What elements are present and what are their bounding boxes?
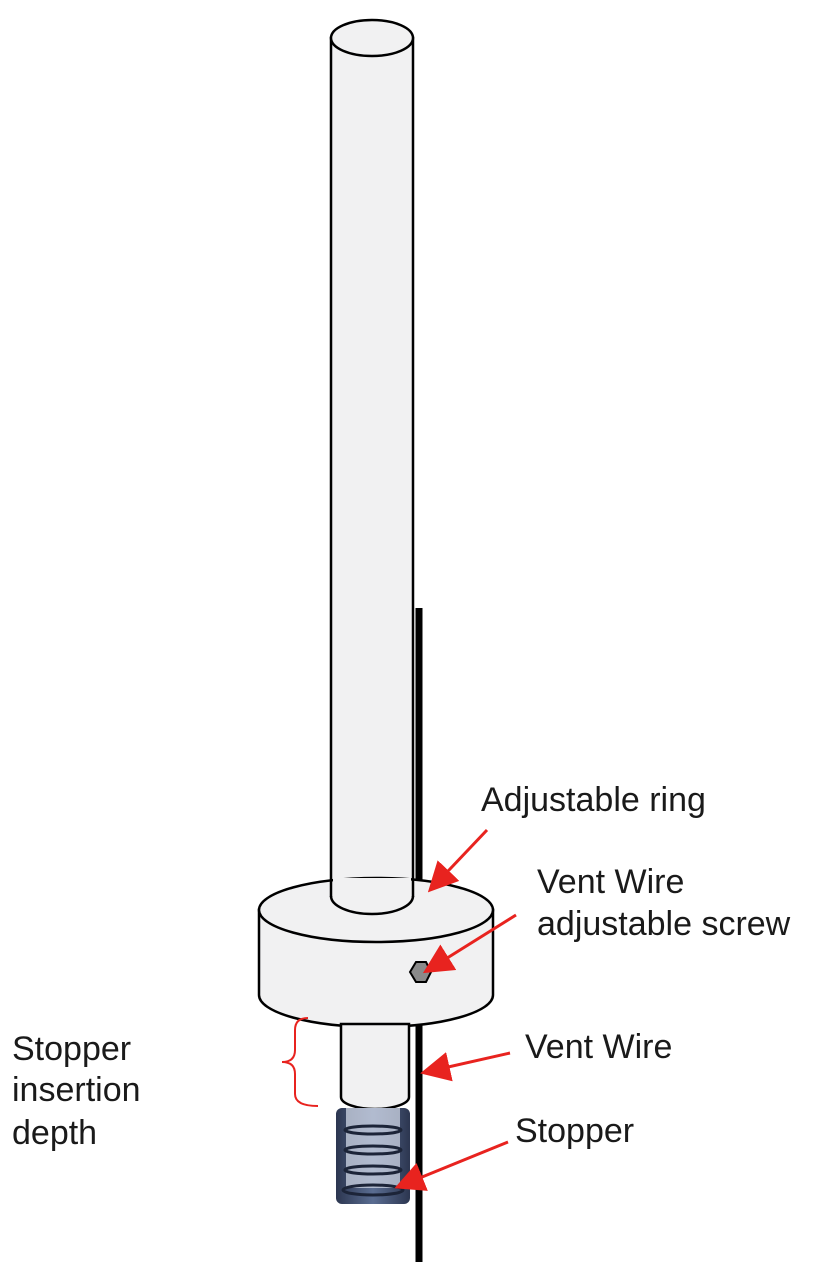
stopper-arrow	[394, 1140, 509, 1191]
adjustable-ring	[257, 876, 495, 1029]
screw-arrow	[422, 913, 517, 974]
stopper	[336, 1108, 410, 1204]
screw-icon	[408, 961, 433, 983]
vent-wire-label: Vent Wire	[525, 1028, 672, 1066]
lower-tube	[339, 1022, 411, 1111]
tall-tube	[329, 18, 415, 918]
stopper-label: Stopper	[515, 1112, 634, 1150]
vent-wire-screw-label-line1: Vent Wire	[537, 863, 684, 901]
vent-wire-arrow	[420, 1051, 511, 1082]
adjustable-ring-label: Adjustable ring	[481, 781, 706, 819]
insertion-depth-bracket	[281, 1017, 319, 1107]
insertion-depth-label-line1: Stopper	[12, 1030, 131, 1068]
vent-wire-screw-label-line2: adjustable screw	[537, 905, 791, 943]
adjustable-ring-arrow	[427, 828, 489, 893]
insertion-depth-label-line3: depth	[12, 1114, 97, 1152]
insertion-depth-label-line2: insertion	[12, 1071, 141, 1109]
